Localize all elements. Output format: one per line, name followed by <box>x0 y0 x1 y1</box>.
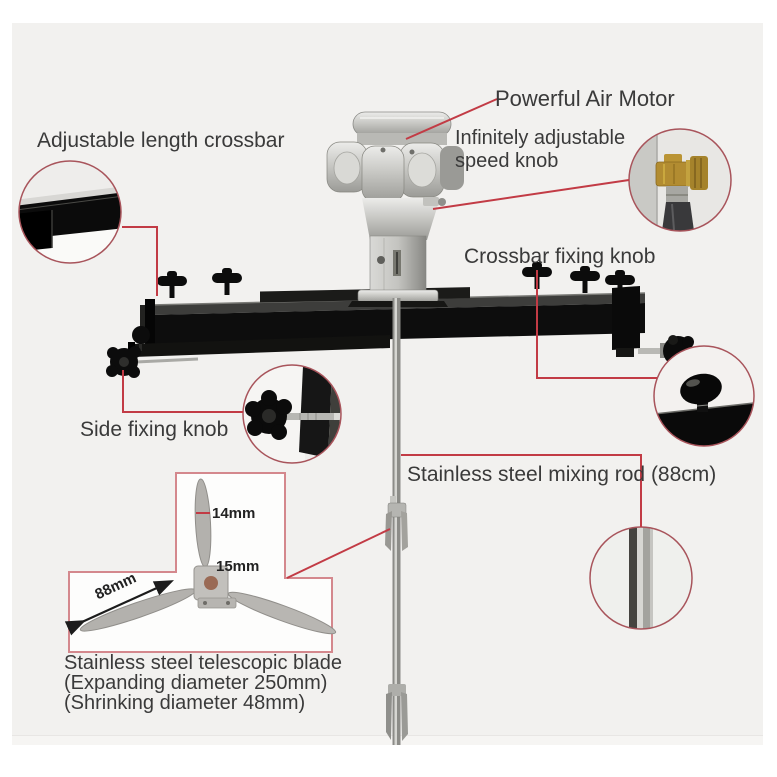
blade-spec-line2: (Expanding diameter 250mm) <box>64 672 328 694</box>
floor-edge <box>12 735 763 745</box>
wing-knob <box>570 266 600 293</box>
blade-width-dimension: 14mm <box>212 505 256 522</box>
rod-closeup-circle <box>589 526 693 630</box>
blade-spec-block: Stainless steel telescopic blade (Expand… <box>64 653 342 713</box>
leader-speed-knob <box>432 179 630 210</box>
wing-knob <box>212 268 242 295</box>
lower-rail <box>133 335 390 357</box>
air-motor-label: Powerful Air Motor <box>495 86 675 111</box>
air-motor <box>326 111 464 307</box>
rod-bottom-folded-blades <box>386 684 408 741</box>
leader-air-motor <box>405 98 498 140</box>
wing-knob <box>157 271 187 298</box>
leader-blade-box <box>286 528 391 579</box>
leader-crossbar <box>122 226 158 296</box>
dimension-arrow-88mm <box>64 580 175 636</box>
air-inlet-valve <box>423 197 446 206</box>
crossbar-knob-closeup-circle <box>653 345 755 447</box>
leader-lines <box>122 98 657 579</box>
crossbar-label: Adjustable length crossbar <box>37 129 285 152</box>
small-clamp-knob <box>132 326 150 351</box>
crossbar-fixing-knob-label: Crossbar fixing knob <box>464 245 656 268</box>
crossbar-assembly <box>106 262 694 378</box>
leader-side-fixing-knob <box>122 370 243 413</box>
side-knob-closeup-circle <box>242 364 342 464</box>
crossbar-end-fixing-knob <box>612 286 694 366</box>
side-fixing-knob <box>106 346 199 378</box>
side-fixing-knob-label: Side fixing knob <box>80 418 229 441</box>
mixing-rod-label: Stainless steel mixing rod (88cm) <box>407 463 717 486</box>
mixing-rod <box>385 298 408 745</box>
blade-clamp-folded <box>385 496 408 551</box>
speed-knob-label: Infinitely adjustable speed knob <box>455 127 626 172</box>
leader-crossbar-fixing-knob <box>536 270 657 379</box>
blade-spec-line1: Stainless steel telescopic blade <box>64 652 342 674</box>
crossbar-closeup-circle <box>18 160 122 264</box>
hub-bore-dimension: 15mm <box>216 558 260 575</box>
blade-spec-line3: (Shrinking diameter 48mm) <box>64 692 306 714</box>
leader-mixing-rod <box>401 454 642 527</box>
